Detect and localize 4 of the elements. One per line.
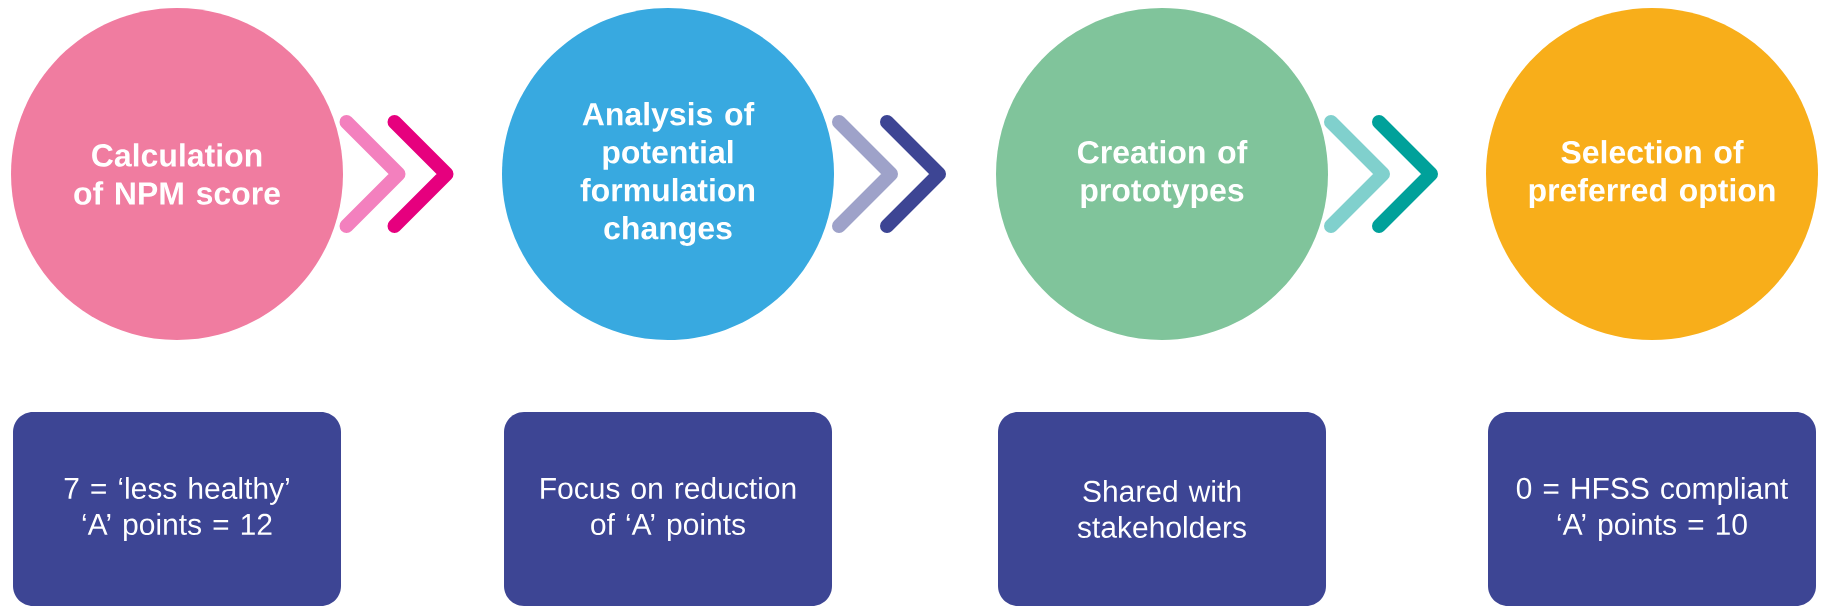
- info-box: Focus on reduction of ‘A’ points: [504, 412, 832, 606]
- info-box: 0 = HFSS compliant ‘A’ points = 10: [1488, 412, 1816, 606]
- info-box: 7 = ‘less healthy’ ‘A’ points = 12: [13, 412, 341, 606]
- info-box: Shared with stakeholders: [998, 412, 1326, 606]
